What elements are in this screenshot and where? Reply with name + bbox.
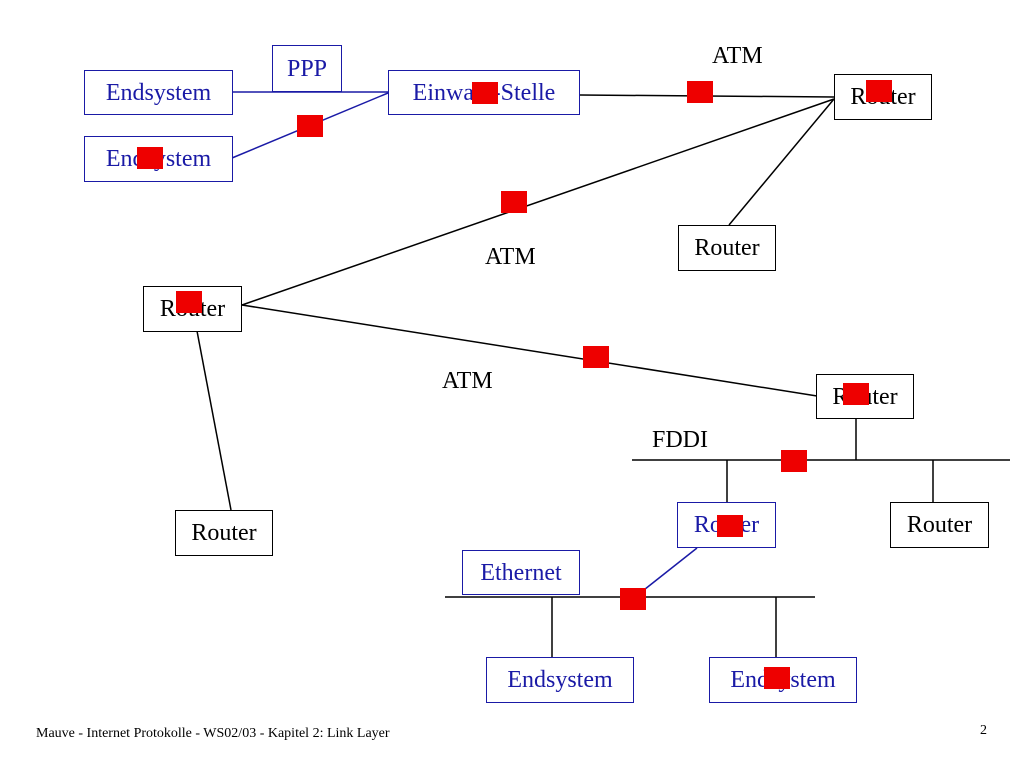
fddi-label: FDDI — [652, 427, 709, 453]
link-router-left-router-fddi — [241, 304, 818, 397]
endsystem-node-bottom-left: Endsystem — [486, 657, 634, 703]
link-router-left-router-topright — [241, 98, 835, 306]
marker — [501, 191, 527, 213]
link-router-left-router-bottomleft — [196, 330, 232, 511]
marker — [843, 383, 869, 405]
marker — [297, 115, 323, 137]
marker — [137, 147, 163, 169]
marker — [764, 667, 790, 689]
marker — [583, 346, 609, 368]
marker — [866, 80, 892, 102]
marker — [687, 81, 713, 103]
page-number: 2 — [980, 723, 987, 738]
router-node-mid-right: Router — [678, 225, 776, 271]
ppp-node: PPP — [272, 45, 342, 92]
router-node-top-right: Router — [834, 74, 932, 120]
link-router-router-top — [728, 98, 835, 226]
marker — [717, 515, 743, 537]
marker — [781, 450, 807, 472]
footer-text: Mauve - Internet Protokolle - WS02/03 - … — [36, 726, 390, 741]
marker — [620, 588, 646, 610]
atm-label-low: ATM — [442, 368, 493, 394]
router-node-bottom-left: Router — [175, 510, 273, 556]
atm-label-mid: ATM — [485, 244, 536, 270]
endsystem-node-top: Endsystem — [84, 70, 233, 115]
marker — [176, 291, 202, 313]
router-node-fddi-right: Router — [890, 502, 989, 548]
ethernet-node: Ethernet — [462, 550, 580, 595]
atm-label-top: ATM — [712, 43, 763, 69]
marker — [472, 82, 498, 104]
